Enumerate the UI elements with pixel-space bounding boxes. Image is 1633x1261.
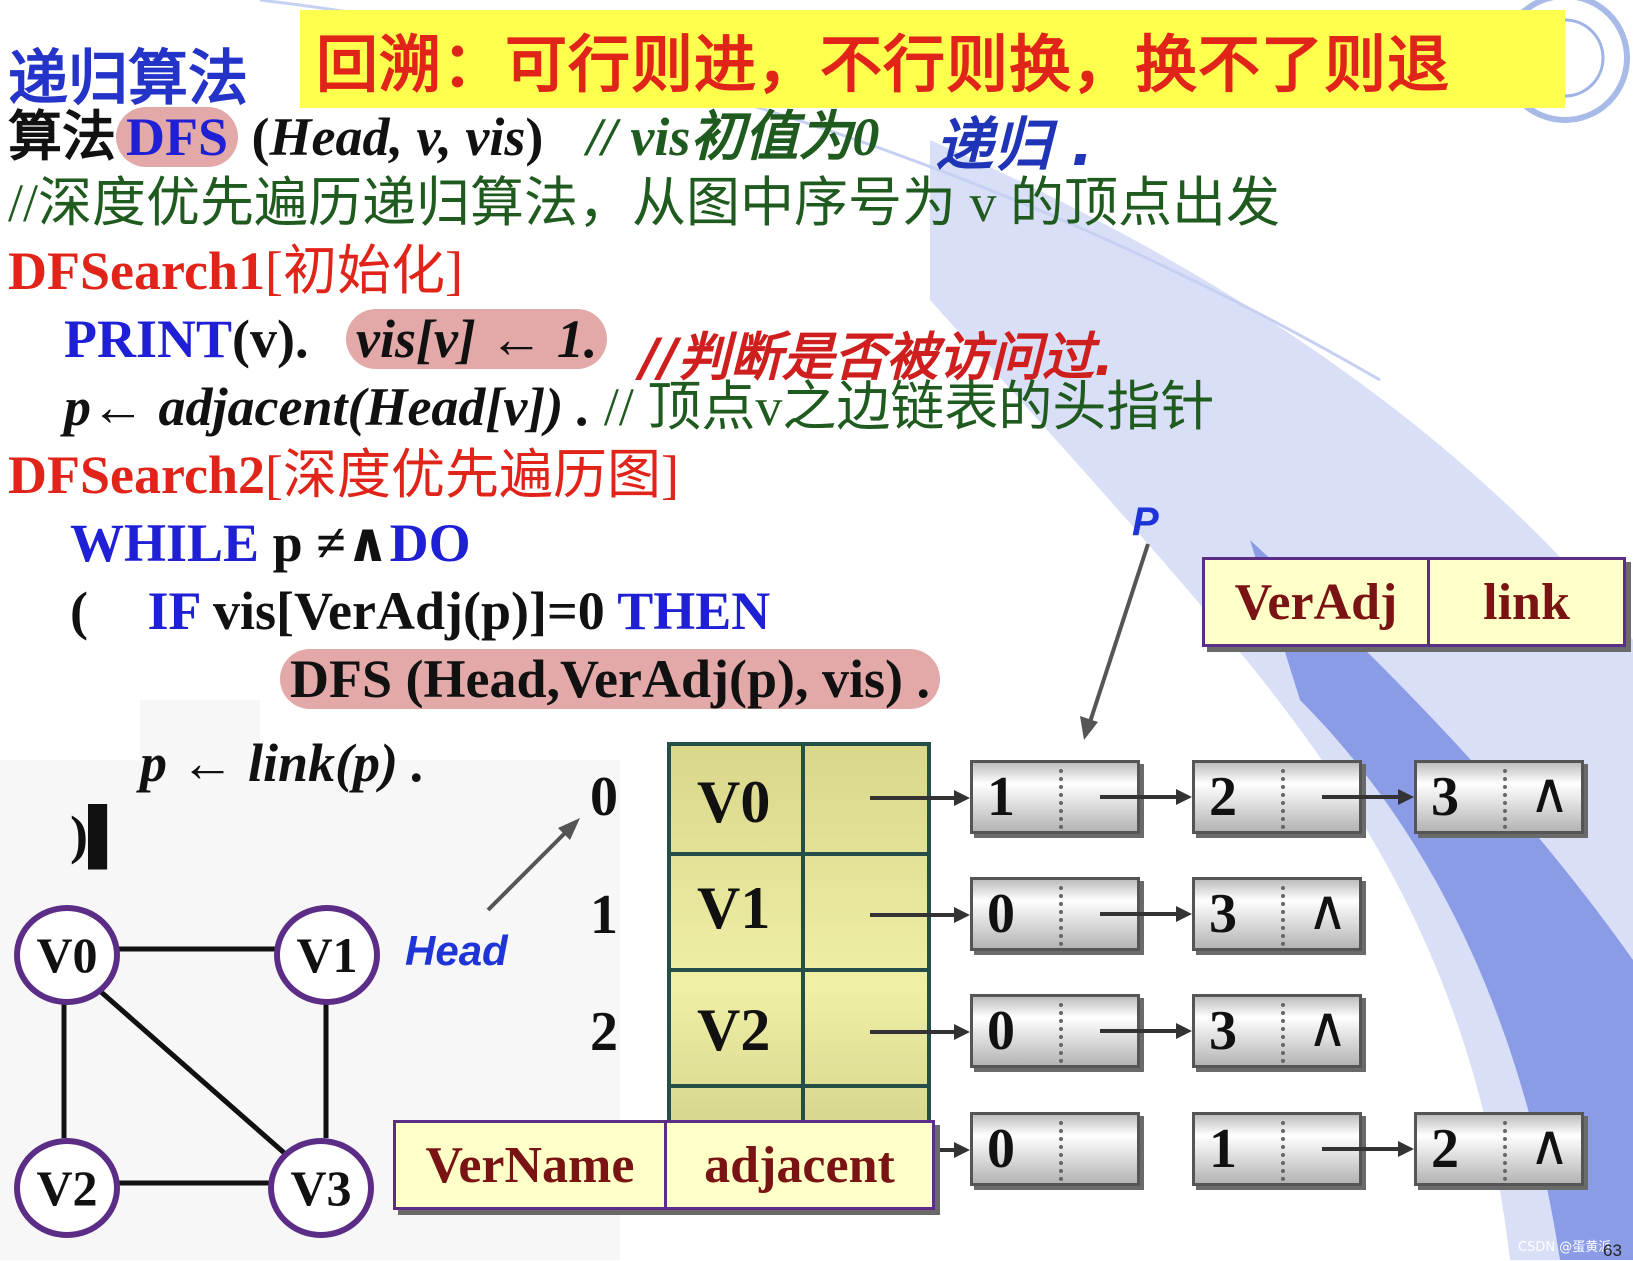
- code-line-step1: DFSearch1[初始化]: [8, 244, 463, 298]
- vertex-node-structure: VerName adjacent: [393, 1120, 935, 1210]
- params-open: (: [252, 107, 270, 167]
- field-vername: VerName: [396, 1123, 667, 1207]
- field-veradj: VerAdj: [1205, 560, 1430, 644]
- null-pointer-icon: ∧: [1529, 761, 1570, 826]
- print-keyword: PRINT: [64, 309, 232, 369]
- head-label: Head: [405, 927, 508, 975]
- field-link: link: [1430, 560, 1623, 644]
- table-vertex-v0: V0: [697, 768, 770, 837]
- if-keyword: IF: [147, 581, 199, 641]
- code-line-recursive-call: DFS (Head,VerAdj(p), vis) .: [280, 652, 940, 706]
- field-adjacent: adjacent: [667, 1123, 932, 1207]
- print-arg: (v).: [232, 309, 308, 369]
- list-1-node-0-value: 0: [987, 882, 1015, 946]
- vis-assignment: vis[v] ← 1.: [346, 309, 607, 369]
- graph-node-v3: V3: [268, 1138, 374, 1238]
- code-line-while: WHILE p ≠∧DO: [70, 516, 471, 570]
- step1-label: [初始化]: [265, 241, 463, 301]
- do-keyword: DO: [390, 513, 471, 573]
- index-0: 0: [590, 765, 618, 829]
- backtracking-banner: 回溯：可行则进，不行则换，换不了则退: [300, 10, 1565, 108]
- recursive-call: DFS (Head,VerAdj(p), vis) .: [280, 649, 940, 709]
- code-line-close: )▌: [70, 808, 126, 862]
- graph-node-v2: V2: [14, 1138, 120, 1238]
- link-arrows: [1090, 760, 1420, 1140]
- then-keyword: THEN: [617, 581, 770, 641]
- index-1: 1: [590, 883, 618, 947]
- while-condition: p ≠∧: [273, 513, 390, 573]
- params-close: ): [525, 107, 543, 167]
- code-line-print: PRINT(v). vis[v] ← 1.: [64, 312, 607, 366]
- header-comment: // vis初值为0: [587, 107, 880, 167]
- list-3-node-2: 2∧: [1414, 1112, 1584, 1186]
- if-condition: vis[VerAdj(p)]=0: [213, 581, 605, 641]
- list-3-node-2-value: 2: [1431, 1117, 1459, 1181]
- code-line-link: p ← link(p) .: [140, 736, 425, 790]
- adjacent-code: p← adjacent(Head[v]) .: [64, 377, 590, 437]
- head-arrow: [480, 810, 590, 920]
- list-0-node-2-value: 3: [1431, 765, 1459, 829]
- code-line-description: //深度优先遍历递归算法，从图中序号为 v 的顶点出发: [8, 176, 1280, 230]
- edge-node-structure: VerAdj link: [1202, 557, 1626, 647]
- null-pointer-icon: ∧: [1529, 1113, 1570, 1178]
- step2-label: [深度优先遍历图]: [265, 445, 679, 505]
- banner-text: 回溯：可行则进，不行则换，换不了则退: [316, 14, 1450, 104]
- list-0-node-0-value: 1: [987, 765, 1015, 829]
- algorithm-params: Head, v, vis: [270, 107, 526, 167]
- algorithm-name: DFS: [116, 107, 238, 167]
- code-line-if: ( IF vis[VerAdj(p)]=0 THEN: [70, 584, 770, 638]
- list-0-node-2: 3∧: [1414, 760, 1584, 834]
- page-number: 63: [1603, 1241, 1622, 1261]
- table-vertex-v2: V2: [697, 996, 770, 1065]
- step2-name: DFSearch2: [8, 445, 265, 505]
- open-paren: (: [70, 581, 88, 641]
- p-pointer-label: P: [1132, 500, 1159, 545]
- p-pointer-arrow: [1070, 540, 1160, 750]
- algorithm-keyword: 算法: [8, 107, 116, 167]
- list-2-node-0-value: 0: [987, 999, 1015, 1063]
- while-keyword: WHILE: [70, 513, 259, 573]
- table-vertex-v1: V1: [697, 874, 770, 943]
- list-3-node-0-value: 0: [987, 1117, 1015, 1181]
- graph-node-v0: V0: [14, 905, 120, 1005]
- index-2: 2: [590, 1000, 618, 1064]
- adjacent-pointer-arrows: [860, 760, 980, 1170]
- link-arrow-last: [1312, 1120, 1422, 1180]
- handwritten-visited-note: //判断是否被访问过.: [640, 315, 1114, 390]
- step1-name: DFSearch1: [8, 241, 265, 301]
- slide-title: 递归算法: [8, 30, 248, 117]
- watermark: CSDN @蛋黄派: [1518, 1236, 1611, 1255]
- code-line-step2: DFSearch2[深度优先遍历图]: [8, 448, 679, 502]
- graph-node-v1: V1: [274, 905, 380, 1005]
- handwritten-recursion-note: 递归 .: [935, 98, 1093, 182]
